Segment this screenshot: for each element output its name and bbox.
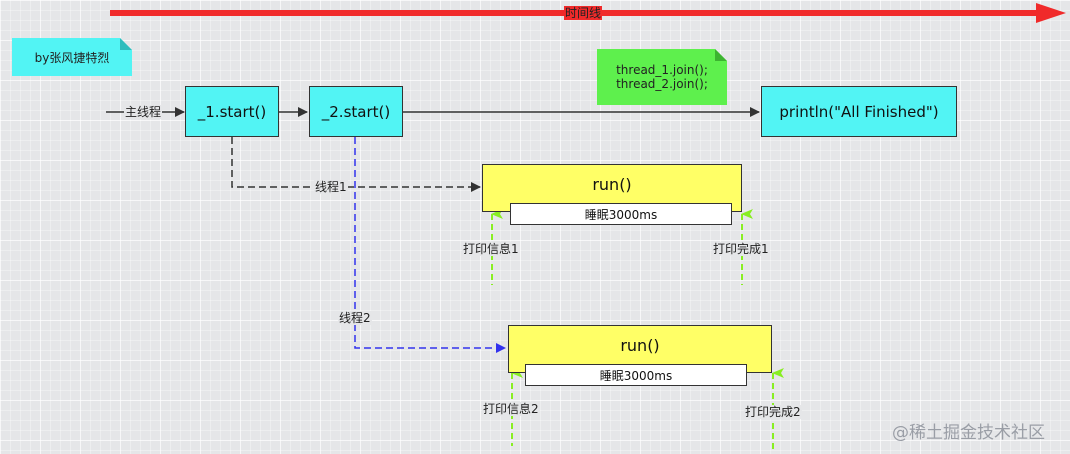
watermark: @稀土掘金技术社区 bbox=[892, 423, 1045, 443]
thread1-print-info: 打印信息1 bbox=[462, 242, 520, 256]
thread1-line bbox=[231, 137, 481, 192]
thread2-print-info: 打印信息2 bbox=[482, 402, 540, 416]
join-note-line1: thread_1.join(); bbox=[616, 63, 708, 77]
thread1-sleep-box: 睡眠3000ms bbox=[510, 203, 732, 225]
thread2-sleep-box: 睡眠3000ms bbox=[525, 364, 747, 386]
join-note-line2: thread_2.join(); bbox=[616, 77, 708, 91]
thread2-line bbox=[354, 137, 506, 353]
author-note-text: by张风捷特烈 bbox=[34, 50, 110, 65]
timeline-arrowhead bbox=[1036, 3, 1066, 23]
start1-box: _1.start() bbox=[185, 86, 279, 137]
thread1-print-done: 打印完成1 bbox=[712, 242, 770, 256]
author-note: by张风捷特烈 bbox=[12, 38, 132, 76]
all-finished-box: println("All Finished") bbox=[761, 86, 957, 137]
join-note: thread_1.join(); thread_2.join(); bbox=[597, 49, 727, 105]
main-thread-label: 主线程 bbox=[124, 105, 163, 119]
start2-box: _2.start() bbox=[309, 86, 403, 137]
thread2-label: 线程2 bbox=[338, 311, 372, 325]
thread1-run-label: run() bbox=[592, 175, 632, 194]
thread2-print-done: 打印完成2 bbox=[744, 405, 802, 419]
timeline-label: 时间线 bbox=[564, 6, 603, 20]
thread2-run-label: run() bbox=[620, 336, 660, 355]
thread1-label: 线程1 bbox=[314, 180, 348, 194]
